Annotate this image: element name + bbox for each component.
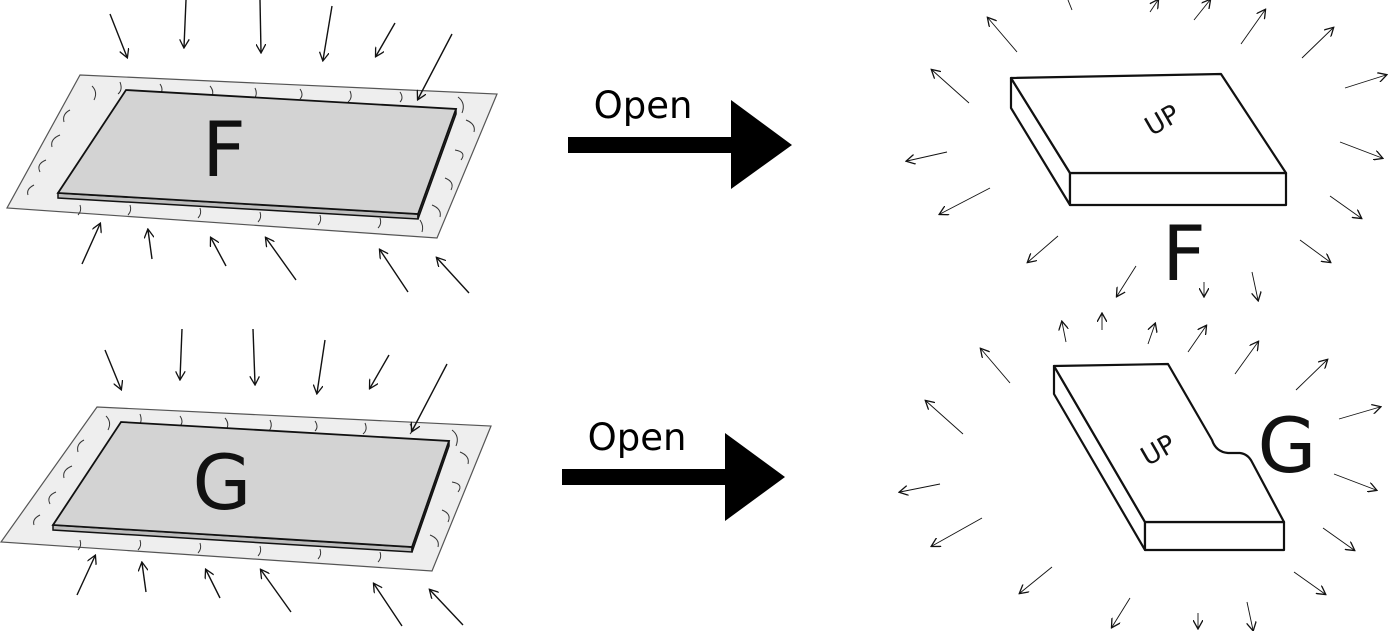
inward-arrow [206,570,221,599]
open-label-f: Open [594,84,693,127]
panel-top-f [56,89,458,215]
outward-arrow [1301,28,1333,59]
outward-arrow [1234,342,1258,375]
outward-arrow [1147,324,1155,345]
inward-arrow [81,224,100,265]
panel-letter-f: F [202,105,246,194]
outward-arrow [1293,571,1325,594]
outward-arrow [1240,10,1265,45]
inward-arrow [376,22,396,56]
inward-arrow [437,258,470,294]
outward-arrow [1339,141,1382,158]
outward-arrow [907,151,948,161]
wrap-wrinkles-f [27,81,475,233]
outward-arrow [1187,326,1206,353]
outward-arrow [1329,195,1361,218]
outward-arrow [1295,360,1327,391]
expansion-arrows-g [900,314,1380,630]
opened-letter-g: G [1258,401,1317,490]
inward-arrow [104,349,121,389]
outward-arrow [1322,527,1354,550]
inward-arrow [317,339,326,393]
inward-arrow [142,563,146,593]
outward-arrow [1062,322,1066,343]
panel-letter-g: G [193,438,252,527]
inward-arrow [370,354,390,388]
outward-arrow [1299,239,1330,262]
opened-panel-top-g [1052,362,1286,524]
open-arrow-f: Open [568,84,792,189]
inward-arrow [184,0,186,47]
opened-panel-front-g [1143,520,1286,552]
outward-arrow [932,70,970,104]
outward-arrow [1338,407,1380,420]
opened-panel-f: UP F [1009,72,1288,298]
outward-arrow [988,18,1018,53]
inward-arrow [180,328,182,379]
opened-panel-g: UP G [1052,362,1317,552]
outward-arrow [1117,265,1137,296]
opened-letter-f: F [1162,209,1206,298]
inward-arrow [412,363,448,431]
vacuum-arrows-f [81,0,470,294]
open-arrow-shape [562,433,785,521]
outward-arrow [1020,566,1053,593]
outward-arrow [1028,235,1059,262]
inward-arrow [211,238,227,267]
expansion-arrows-f [907,0,1386,300]
opened-panel-front-f [1068,171,1288,207]
outward-arrow [900,483,941,492]
row-g: G Open UP G [0,314,1380,630]
inward-arrow [253,328,255,384]
inward-arrow [266,238,297,281]
inward-arrow [148,230,152,260]
inward-arrow [76,556,95,596]
row-f: F Open UP F [6,0,1386,300]
inward-arrow [430,590,464,626]
outward-arrow [940,187,991,214]
opened-panel-top-f [1009,72,1288,175]
outward-arrow [1067,0,1073,11]
outward-arrow [1344,75,1386,89]
outward-arrow [981,349,1011,384]
inward-arrow [418,33,453,99]
wrap-wrinkles-g [33,413,469,563]
vacuum-arrows-g [76,328,464,627]
inward-arrow [380,250,409,293]
open-arrow-g: Open [562,416,785,521]
open-label-g: Open [588,416,687,459]
outward-arrow [932,517,983,546]
outward-arrow [926,401,964,435]
inward-arrow [323,5,333,60]
outward-arrow [1333,473,1376,490]
outward-arrow [1150,0,1158,13]
panel-top-g [51,421,451,548]
outward-arrow [1112,597,1131,627]
outward-arrow [1193,0,1210,21]
sealed-package-f: F [6,74,498,239]
inward-arrow [261,570,292,613]
sealed-package-g: G [0,406,492,572]
outward-arrow [1247,601,1253,630]
outward-arrow [1252,271,1258,300]
inward-arrow [109,13,127,57]
open-arrow-shape [568,100,792,189]
inward-arrow [374,584,403,627]
inward-arrow [260,0,261,52]
